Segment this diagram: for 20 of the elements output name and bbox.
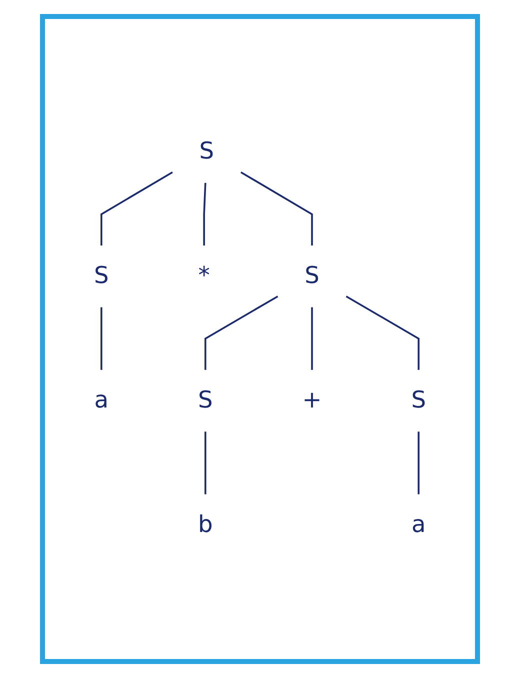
connector xyxy=(100,308,102,370)
connector xyxy=(203,183,206,246)
connector xyxy=(100,172,173,246)
node-text: * xyxy=(198,262,210,290)
connector xyxy=(204,432,206,495)
page-frame: S S * S a S + S b a xyxy=(40,14,480,664)
node-text: a xyxy=(411,512,426,539)
connector xyxy=(311,308,313,370)
connector xyxy=(204,296,278,370)
node-text: a xyxy=(94,387,109,414)
connector xyxy=(418,432,420,495)
node-text: + xyxy=(302,387,322,414)
node-text: S xyxy=(94,262,109,290)
node-text: S xyxy=(199,138,214,166)
node-text: S xyxy=(411,387,426,414)
connector xyxy=(346,296,420,370)
node-text: b xyxy=(198,512,213,539)
node-text: S xyxy=(198,387,213,414)
connector xyxy=(240,172,313,246)
node-text: S xyxy=(304,262,320,290)
